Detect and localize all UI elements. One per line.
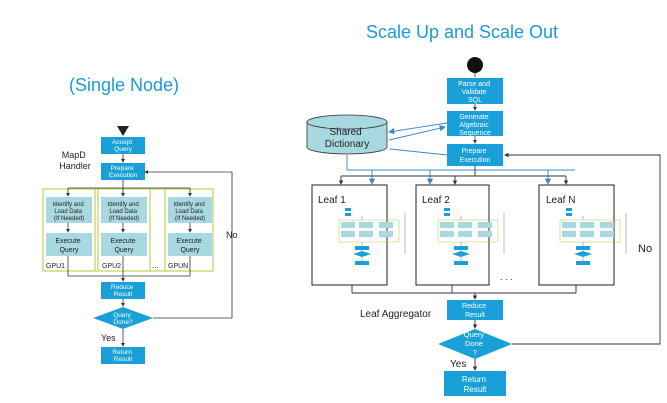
return-result-box-right — [444, 371, 506, 396]
svg-text:Identify and Load Data: Identify and Load Data (If Needed) — [174, 202, 207, 222]
right-no-label: No — [638, 243, 652, 255]
right-yes-label: Yes — [450, 359, 466, 370]
scale-out-flow: Parse and Validate SQL Generate Algebrai… — [306, 57, 661, 396]
svg-text:Identify and Load Data: Identify and Load Data (If Needed) — [108, 202, 141, 222]
svg-text:Prepare Execution: Prepare Execution — [460, 148, 491, 164]
gpu2-label: GPU2 — [102, 263, 121, 270]
shared-dictionary-store: Shared Dictionary — [306, 114, 388, 155]
svg-text:Reduce Result: Reduce Result — [462, 303, 488, 319]
svg-text:Generate Algebraic: Generate Algebraic Sequence — [459, 114, 491, 137]
return-result-box — [101, 347, 145, 364]
leaf-ellipsis: . . . — [500, 272, 513, 282]
mapd-handler-label: MapD Handler — [59, 150, 91, 171]
svg-text:Prepare Execution: Prepare Execution — [109, 165, 138, 179]
reduce-result-box — [101, 282, 145, 299]
leaf-2-label: Leaf 2 — [422, 195, 450, 206]
gpu1-identify-load-box — [46, 197, 92, 223]
gpun-execute-query-box — [168, 233, 212, 256]
gpun-label: GPUN — [168, 263, 188, 270]
parse-validate-box — [447, 78, 503, 104]
svg-text:Parse and Validate: Parse and Validate SQL — [458, 81, 492, 104]
gpu1-label: GPU1 — [46, 263, 65, 270]
svg-text:Identify and Load Data: Identify and Load Data (If Needed) — [53, 202, 86, 222]
single-node-flow: MapD Handler Accept Query Prepare Execut… — [42, 126, 238, 364]
accept-query-box — [101, 137, 145, 154]
left-title: (Single Node) — [69, 75, 179, 95]
svg-text:Reduce Result: Reduce Result — [111, 284, 135, 298]
generate-algebraic-box — [447, 111, 503, 136]
svg-text:Return Result: Return Result — [462, 375, 488, 394]
gpu1-frame — [42, 188, 96, 272]
svg-text:Query Done?: Query Done? — [113, 312, 133, 326]
start-marker-icon — [117, 126, 129, 136]
svg-text:Execute Query: Execute Query — [110, 238, 137, 254]
left-no-label: No — [226, 230, 238, 240]
left-yes-label: Yes — [101, 333, 116, 343]
prepare-execution-box — [101, 163, 145, 180]
svg-text:Query Done ?: Query Done ? — [464, 330, 487, 357]
svg-text:Accept Query: Accept Query — [112, 139, 134, 153]
leaf-1-label: Leaf 1 — [318, 195, 346, 206]
gpu2-identify-load-box — [101, 197, 147, 223]
svg-text:Shared Dictionary: Shared Dictionary — [325, 127, 369, 150]
leaf-n-label: Leaf N — [546, 195, 575, 206]
reduce-result-box-right — [447, 300, 503, 320]
gpu2-execute-query-box — [101, 233, 147, 256]
leaf-aggregator-label: Leaf Aggregator — [360, 309, 432, 320]
gpun-frame — [164, 188, 214, 272]
query-done-decision — [93, 307, 153, 329]
gpu1-execute-query-box — [46, 233, 92, 256]
prepare-execution-box-right — [447, 144, 503, 166]
gpun-identify-load-box — [168, 197, 212, 223]
svg-text:Execute Query: Execute Query — [176, 238, 203, 254]
svg-text:Return Result: Return Result — [112, 349, 133, 363]
gpu2-frame — [97, 188, 151, 272]
query-done-decision-right — [438, 329, 512, 359]
start-dot-icon — [467, 57, 483, 73]
gpu-ellipsis: ... — [152, 261, 159, 270]
svg-text:Execute Query: Execute Query — [55, 238, 82, 254]
right-title: Scale Up and Scale Out — [366, 22, 558, 42]
